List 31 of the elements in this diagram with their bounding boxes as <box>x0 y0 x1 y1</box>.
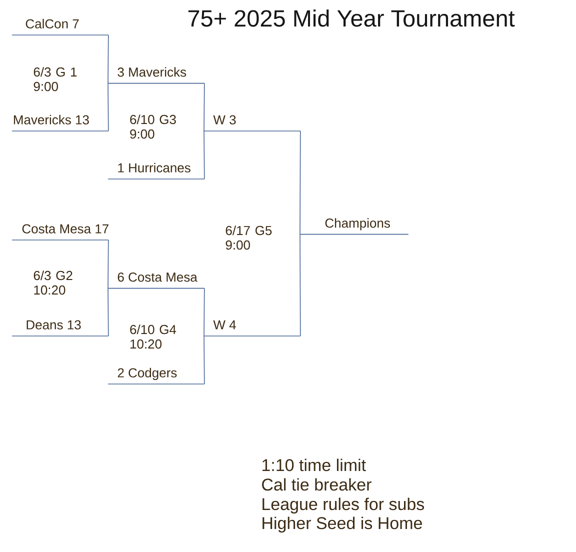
team-slot: 6 Costa Mesa <box>108 272 205 289</box>
team-slot: W 4 <box>204 320 301 336</box>
bracket-line <box>204 288 205 336</box>
note: Cal tie breaker <box>262 478 372 491</box>
bracket-line <box>300 130 301 235</box>
note: Higher Seed is Home <box>262 516 422 533</box>
bracket-line <box>108 288 109 336</box>
bracket-line <box>300 234 301 336</box>
bracket-line <box>108 82 109 132</box>
game-info: 6/10 G4 10:20 <box>130 324 176 349</box>
bracket-line <box>204 82 205 132</box>
team-slot: W 3 <box>204 115 301 132</box>
team-slot: 3 Mavericks <box>108 67 205 84</box>
team-slot: 2 Codgers <box>108 368 205 384</box>
bracket-line <box>204 336 205 384</box>
team-slot: Champions <box>300 218 409 235</box>
team-slot: Mavericks 13 <box>12 114 109 132</box>
bracket-line <box>204 130 205 180</box>
note: 1:10 time limit <box>262 458 366 472</box>
bracket-line <box>108 34 109 84</box>
team-slot: Costa Mesa 17 <box>12 224 109 240</box>
game-info: 6/3 G2 10:20 <box>34 270 72 295</box>
game-info: 6/17 G5 9:00 <box>226 226 272 250</box>
bracket-line <box>108 240 109 289</box>
team-slot: CalCon 7 <box>12 18 109 36</box>
game-info: 6/3 G 1 9:00 <box>34 67 77 92</box>
title: 75+ 2025 Mid Year Tournament <box>188 9 515 27</box>
team-slot: Deans 13 <box>12 320 109 336</box>
game-info: 6/10 G3 9:00 <box>130 114 176 139</box>
note: League rules for subs <box>262 498 424 514</box>
team-slot: 1 Hurricanes <box>108 162 205 180</box>
